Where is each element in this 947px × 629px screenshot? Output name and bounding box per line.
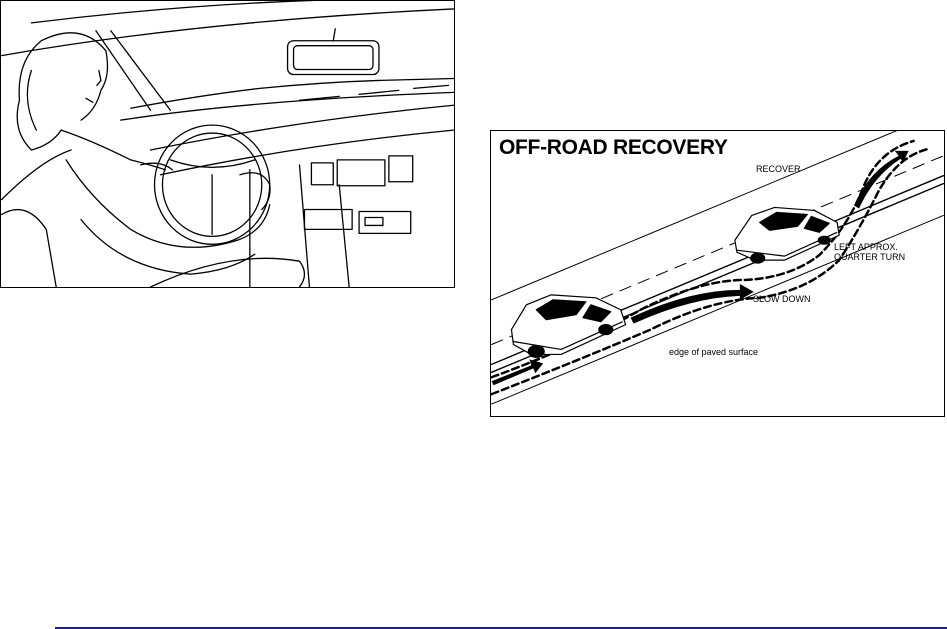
- driver-line-art: [1, 1, 454, 287]
- label-left-quarter-turn: LEFT APPROX. QUARTER TURN: [834, 242, 906, 262]
- driver-illustration: [0, 0, 455, 288]
- footer-rule: [55, 627, 947, 629]
- car-recovering-icon: [734, 206, 840, 264]
- label-edge-of-paved-surface: edge of paved surface: [669, 347, 759, 357]
- label-slow-down: SLOW DOWN: [753, 294, 811, 304]
- recovery-line-art: [491, 131, 944, 405]
- label-recover: RECOVER: [756, 164, 801, 174]
- off-road-recovery-diagram: OFF-ROAD RECOVERY RECOVER LEFT APPROX. Q…: [490, 130, 945, 417]
- car-slowing-icon: [510, 294, 627, 359]
- diagram-title: OFF-ROAD RECOVERY: [499, 136, 728, 159]
